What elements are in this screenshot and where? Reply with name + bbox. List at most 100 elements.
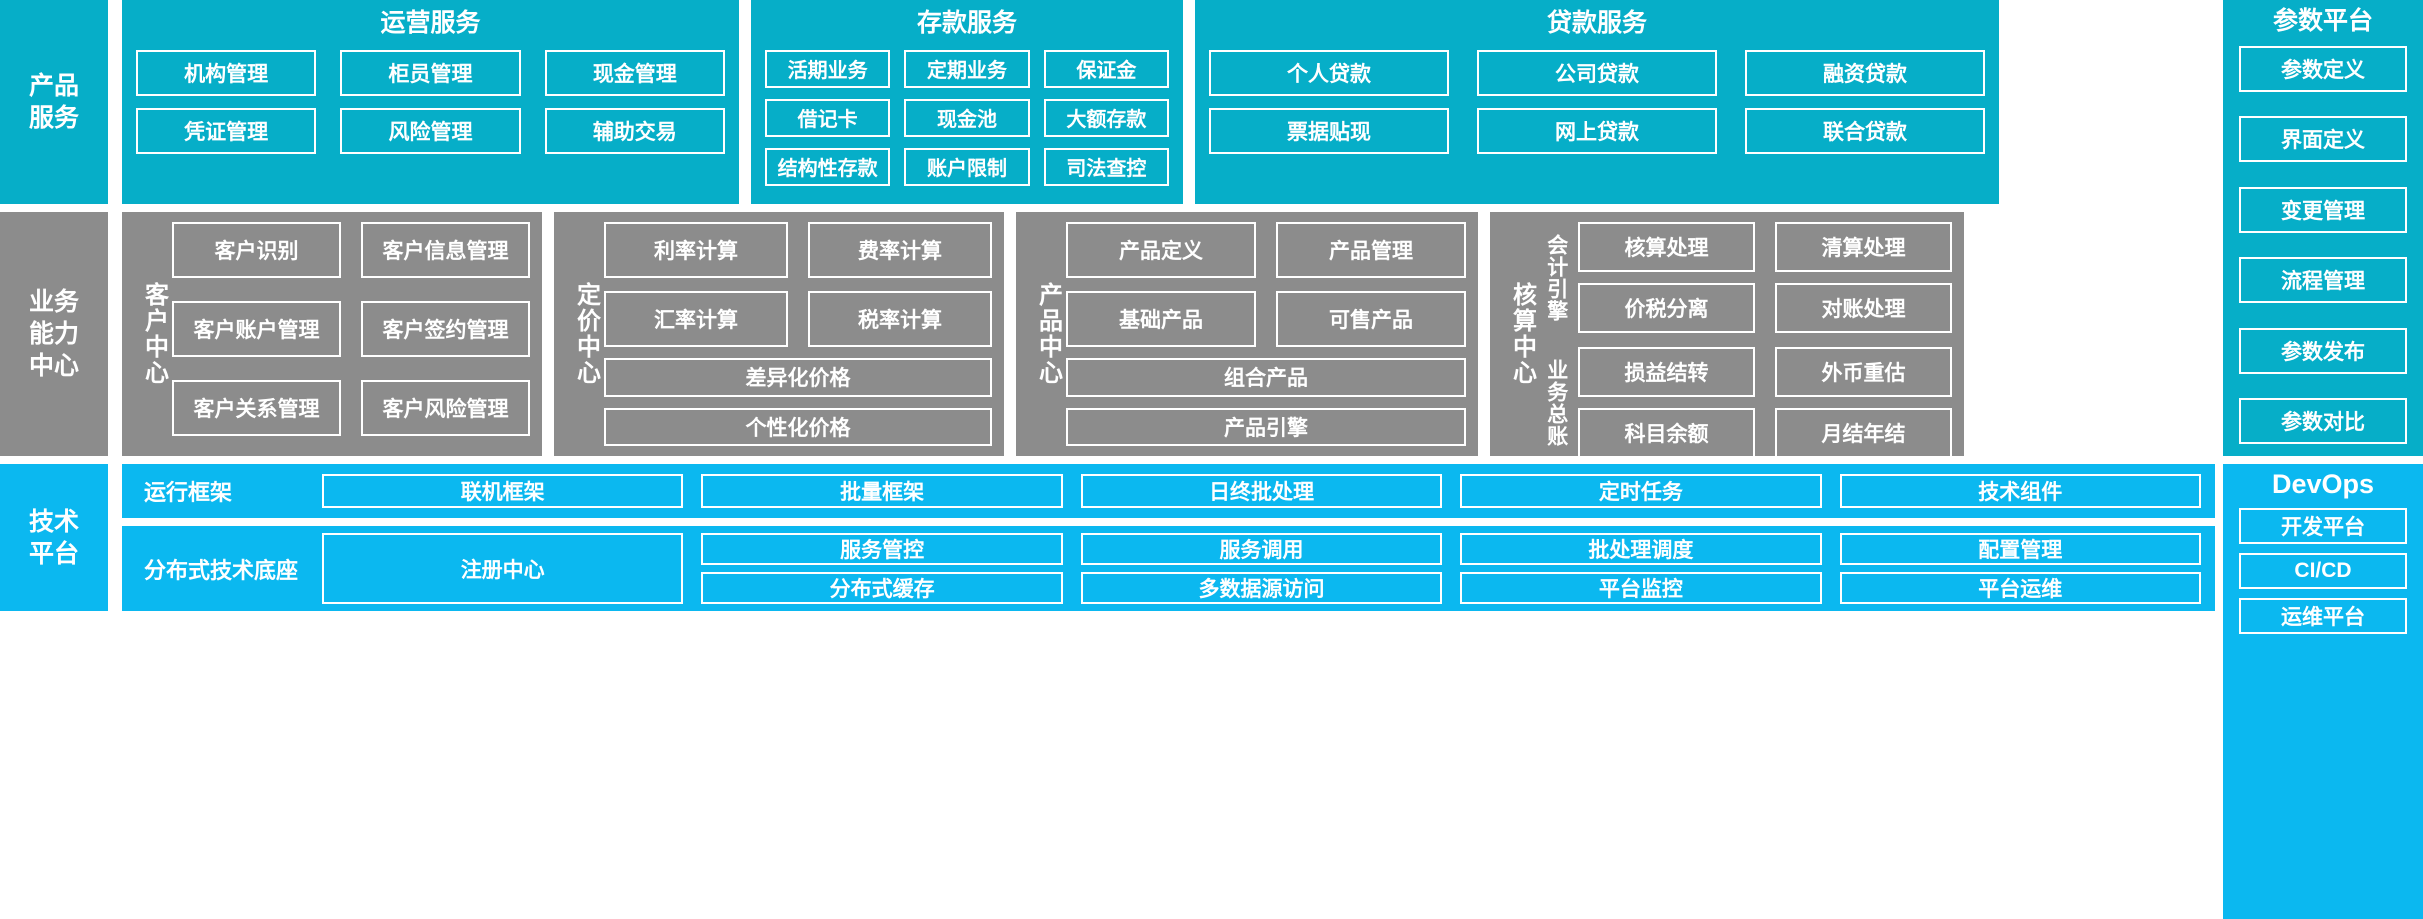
tech-row-label-runtime-framework: 运行框架 [144, 480, 233, 505]
tile-price-tax-separation[interactable]: 价税分离 [1578, 283, 1755, 333]
band-label-business-capability-line3: 中心 [28, 352, 79, 380]
group-title-devops: DevOps [2271, 469, 2375, 499]
tile-margin-deposit[interactable]: 保证金 [1043, 49, 1169, 88]
tile-ci-cd[interactable]: CI/CD [2239, 552, 2407, 589]
band-business-capability: 业务 能力 中心 客户中心 客户识别 客户信息管理 客户账户管理 客户签约管理 [0, 212, 2215, 458]
band-label-product-services: 产品 服务 [0, 0, 108, 204]
tile-interest-rate-calculation[interactable]: 利率计算 [604, 222, 788, 278]
vlabel-customer-center: 客户中心 [140, 282, 168, 386]
tile-customer-account-management[interactable]: 客户账户管理 [172, 301, 341, 357]
band-label-product-services-line1: 产品 [28, 72, 79, 100]
tile-customer-identification[interactable]: 客户识别 [172, 222, 341, 278]
tile-online-loan[interactable]: 网上贷款 [1477, 107, 1717, 154]
tile-time-deposit[interactable]: 定期业务 [904, 49, 1030, 88]
vlabel-business-ledger: 业务总账 [1544, 358, 1568, 447]
band-label-technical-platform-line1: 技术 [28, 507, 79, 536]
tile-tax-rate-calculation[interactable]: 税率计算 [808, 291, 992, 347]
tile-financing-loan[interactable]: 融资贷款 [1745, 49, 1985, 96]
group-accounting-center: 核算中心 会计引擎 核算处理 清算处理 价税分离 对账处理 [1490, 212, 1964, 458]
group-title-operation-services: 运营服务 [380, 9, 481, 37]
runtime-framework-tiles: 联机框架 批量框架 日终批处理 定时任务 技术组件 [322, 474, 2201, 508]
tile-batch-framework[interactable]: 批量框架 [701, 474, 1063, 508]
vlabel-accounting-center: 核算中心 [1508, 282, 1536, 386]
tile-customer-info-management[interactable]: 客户信息管理 [361, 222, 530, 278]
tile-change-management[interactable]: 变更管理 [2239, 186, 2407, 233]
tile-interface-definition[interactable]: 界面定义 [2239, 116, 2407, 162]
tile-syndicated-loan[interactable]: 联合贷款 [1745, 107, 1985, 154]
tile-structured-deposit[interactable]: 结构性存款 [765, 147, 891, 186]
tile-corporate-loan[interactable]: 公司贷款 [1477, 49, 1717, 96]
tile-parameter-publish[interactable]: 参数发布 [2239, 327, 2407, 374]
tile-voucher-management[interactable]: 凭证管理 [136, 107, 317, 154]
tile-org-management[interactable]: 机构管理 [136, 49, 317, 96]
customer-center-tiles: 客户识别 客户信息管理 客户账户管理 客户签约管理 客户关系管理 客户风险管理 [172, 222, 530, 446]
tile-bill-discount[interactable]: 票据贴现 [1209, 107, 1449, 154]
tile-reconciliation-processing[interactable]: 对账处理 [1775, 283, 1952, 333]
operation-services-tiles: 机构管理 柜员管理 现金管理 凭证管理 风险管理 辅助交易 [136, 49, 725, 154]
tile-service-governance[interactable]: 服务管控 [701, 533, 1063, 565]
tile-accounting-processing[interactable]: 核算处理 [1578, 222, 1755, 272]
tile-settlement-processing[interactable]: 清算处理 [1775, 222, 1952, 272]
tile-base-product[interactable]: 基础产品 [1066, 291, 1256, 347]
tile-product-management[interactable]: 产品管理 [1276, 222, 1466, 278]
tile-product-engine[interactable]: 产品引擎 [1066, 407, 1466, 446]
band-label-business-capability: 业务 能力 中心 [0, 212, 108, 456]
band-label-product-services-line2: 服务 [28, 104, 79, 132]
group-title-deposit-services: 存款服务 [916, 9, 1017, 37]
tile-operations-platform[interactable]: 运维平台 [2239, 597, 2407, 634]
tile-distributed-cache[interactable]: 分布式缓存 [701, 572, 1063, 604]
tile-development-platform[interactable]: 开发平台 [2239, 507, 2407, 544]
tile-judicial-control[interactable]: 司法查控 [1043, 147, 1169, 186]
tile-eod-batch-processing[interactable]: 日终批处理 [1080, 474, 1443, 508]
tile-large-deposit[interactable]: 大额存款 [1043, 98, 1169, 137]
tile-demand-deposit[interactable]: 活期业务 [765, 49, 891, 88]
technical-platform-rows: 运行框架 联机框架 批量框架 日终批处理 定时任务 技术组件 分布式技术底座 注… [122, 464, 2215, 611]
accounting-subsection-business-ledger: 业务总账 损益结转 外币重估 科目余额 月结年结 [1540, 347, 1952, 458]
tile-customer-contract-management[interactable]: 客户签约管理 [361, 301, 530, 357]
tile-platform-monitoring[interactable]: 平台监控 [1460, 572, 1822, 604]
tile-auxiliary-transaction[interactable]: 辅助交易 [544, 107, 725, 154]
band-product-services: 产品 服务 运营服务 机构管理 柜员管理 现金管理 凭证管理 风险管理 辅助交易 [0, 0, 2215, 204]
vlabel-accounting-engine: 会计引擎 [1544, 233, 1568, 322]
tile-product-definition[interactable]: 产品定义 [1066, 222, 1256, 278]
tile-account-restriction[interactable]: 账户限制 [904, 147, 1030, 186]
tile-platform-operations[interactable]: 平台运维 [1839, 572, 2201, 604]
tile-debit-card[interactable]: 借记卡 [765, 98, 891, 137]
business-capability-groups: 客户中心 客户识别 客户信息管理 客户账户管理 客户签约管理 客户关系管理 客户… [122, 212, 2215, 458]
tile-fee-rate-calculation[interactable]: 费率计算 [808, 222, 992, 278]
tile-process-management[interactable]: 流程管理 [2239, 257, 2407, 303]
tile-technical-component[interactable]: 技术组件 [1839, 474, 2201, 508]
tile-parameter-definition[interactable]: 参数定义 [2239, 45, 2407, 92]
tile-differentiated-pricing[interactable]: 差异化价格 [604, 358, 992, 397]
tile-cash-management[interactable]: 现金管理 [544, 49, 725, 96]
tile-registry-center[interactable]: 注册中心 [322, 533, 684, 604]
tile-customer-relationship-management[interactable]: 客户关系管理 [172, 380, 341, 436]
band-label-technical-platform: 技术 平台 [0, 464, 108, 611]
tile-composite-product[interactable]: 组合产品 [1066, 358, 1466, 397]
tile-online-framework[interactable]: 联机框架 [322, 474, 684, 508]
tile-personal-loan[interactable]: 个人贷款 [1209, 49, 1449, 96]
tile-foreign-currency-revaluation[interactable]: 外币重估 [1775, 347, 1952, 397]
band-label-business-capability-line1: 业务 [28, 288, 79, 316]
tile-exchange-rate-calculation[interactable]: 汇率计算 [604, 291, 788, 347]
main-column: 产品 服务 运营服务 机构管理 柜员管理 现金管理 凭证管理 风险管理 辅助交易 [0, 0, 2215, 611]
tile-risk-management[interactable]: 风险管理 [340, 107, 521, 154]
tile-cash-pool[interactable]: 现金池 [904, 98, 1030, 137]
tile-batch-scheduling[interactable]: 批处理调度 [1460, 533, 1822, 565]
tile-teller-management[interactable]: 柜员管理 [340, 49, 521, 96]
tile-profit-loss-carryover[interactable]: 损益结转 [1578, 347, 1755, 397]
accounting-subsection-accounting-engine: 会计引擎 核算处理 清算处理 价税分离 对账处理 [1540, 222, 1952, 333]
tile-scheduled-task[interactable]: 定时任务 [1460, 474, 1822, 508]
accounting-center-subsections: 会计引擎 核算处理 清算处理 价税分离 对账处理 业务总账 损益结转 [1540, 222, 1952, 458]
tile-sellable-product[interactable]: 可售产品 [1276, 291, 1466, 347]
tile-customer-risk-management[interactable]: 客户风险管理 [361, 380, 530, 436]
vlabel-product-center: 产品中心 [1034, 282, 1062, 386]
product-center-tiles: 产品定义 产品管理 基础产品 可售产品 组合产品 产品引擎 [1066, 222, 1466, 446]
tile-personalized-pricing[interactable]: 个性化价格 [604, 407, 992, 446]
tile-multi-datasource-access[interactable]: 多数据源访问 [1080, 572, 1443, 604]
tile-account-balance[interactable]: 科目余额 [1578, 408, 1755, 458]
tile-configuration-management[interactable]: 配置管理 [1839, 533, 2201, 565]
tile-month-year-end-closing[interactable]: 月结年结 [1775, 408, 1952, 458]
tile-parameter-comparison[interactable]: 参数对比 [2239, 398, 2407, 444]
tile-service-invocation[interactable]: 服务调用 [1080, 533, 1443, 565]
